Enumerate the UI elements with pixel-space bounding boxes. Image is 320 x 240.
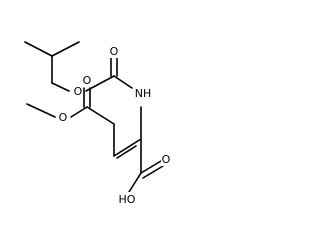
main-chain [86,106,142,174]
bond-acid-c-o-a [140,160,162,174]
carboxylic-acid-group [128,160,164,193]
bond-isopropyl-left-methyl [24,41,53,57]
bond-methine-to-ester-o [51,82,70,92]
bond-ester-c-to-o [70,106,88,118]
bond-methylene-to-ester-carbon [86,106,115,125]
bond-isopropyl-right-methyl [51,41,80,57]
atom-label-acid-carbonyl-oxygen: O [162,153,171,166]
chemical-structure: O O NH O O O HO [24,41,171,206]
methyl-ester-group [26,87,91,118]
bond-alpha-to-vinyl-carbon-b [116,145,137,159]
atom-labels: O O NH O O O HO [58,44,171,206]
bond-carbonyl-c-to-n [113,75,133,89]
atom-label-carbamate-carbonyl-oxygen: O [110,45,119,58]
atom-label-ester-oxygen: O [74,85,83,98]
atom-label-amine: NH [135,87,152,100]
bond-acid-c-o-b [142,165,164,179]
bond-acid-c-to-oh [128,172,142,193]
atom-label-methyl-ester-oxygen: O [59,111,68,124]
atom-label-acid-hydroxyl: HO [119,193,136,206]
isopropyl-group [24,41,80,84]
bond-o-to-methyl [26,103,56,118]
bond-alpha-to-vinyl-carbon-a [113,138,142,157]
atom-label-ester-carbonyl-oxygen: O [83,74,92,87]
